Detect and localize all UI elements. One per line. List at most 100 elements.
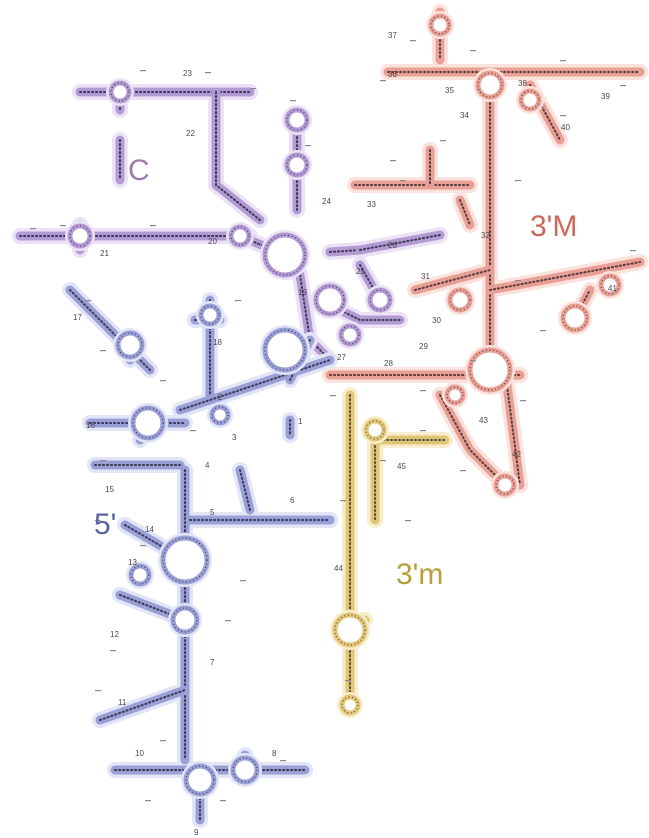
helix-number-label: 29 <box>419 342 428 351</box>
position-tick <box>140 70 146 71</box>
position-tick <box>150 225 156 226</box>
position-tick <box>240 580 246 581</box>
position-tick <box>100 460 106 461</box>
helix-number-label: 22 <box>186 129 195 138</box>
position-tick <box>190 430 196 431</box>
helix-number-label: 39 <box>601 92 610 101</box>
helix-number-label: 1 <box>298 417 303 426</box>
helix-number-label: 8 <box>272 749 277 758</box>
helix-number-label: 17 <box>73 313 82 322</box>
position-tick <box>420 430 426 431</box>
rna-strands <box>20 11 640 820</box>
helix-number-label: 45 <box>397 462 406 471</box>
position-tick <box>470 50 476 51</box>
position-tick <box>100 350 106 351</box>
helix-number-label: 38 <box>518 79 527 88</box>
position-tick <box>540 330 546 331</box>
helix-number-label: 25 <box>356 267 365 276</box>
position-tick <box>410 40 416 41</box>
domain-label-C: C <box>128 154 150 187</box>
position-tick <box>290 100 296 101</box>
position-tick <box>340 500 346 501</box>
helix-number-label: 26 <box>388 241 397 250</box>
helix-number-label: 32 <box>481 231 490 240</box>
domain-3m-strands <box>350 395 445 710</box>
position-tick <box>470 360 476 361</box>
helix-number-label: 12 <box>110 630 119 639</box>
position-tick <box>140 545 146 546</box>
position-tick <box>225 620 231 621</box>
helix-number-label: 2 <box>218 393 223 402</box>
helix-number-label: 27 <box>337 353 346 362</box>
helix-number-label: 24 <box>322 197 331 206</box>
position-tick <box>515 280 521 281</box>
position-tick <box>380 80 386 81</box>
loop-ring <box>521 91 539 109</box>
position-tick <box>160 380 166 381</box>
helix-number-label: 34 <box>460 111 469 120</box>
position-tick <box>380 460 386 461</box>
position-tick <box>280 760 286 761</box>
loop-ring <box>131 566 149 584</box>
helix-number-label: 33 <box>367 200 376 209</box>
helix-number-label: 42 <box>512 450 521 459</box>
helix-number-label: 41 <box>608 284 617 293</box>
position-tick <box>630 250 636 251</box>
helix-number-label: 11 <box>118 698 127 707</box>
position-tick <box>145 800 151 801</box>
domain-label-5prime: 5' <box>94 508 116 541</box>
loop-ring <box>201 306 219 324</box>
loop-ring <box>366 421 384 439</box>
domain-label-3m: 3'm <box>396 558 443 591</box>
helix-number-label: 23 <box>183 69 192 78</box>
helix-number-label: 21 <box>100 249 109 258</box>
helix-number-label: 9 <box>194 828 199 837</box>
loop-ring <box>496 476 514 494</box>
position-tick <box>440 140 446 141</box>
position-tick <box>110 650 116 651</box>
position-tick <box>305 145 311 146</box>
helix-number-label: 10 <box>135 749 144 758</box>
position-tick <box>160 740 166 741</box>
position-tick <box>220 800 226 801</box>
position-tick <box>405 520 411 521</box>
position-tick <box>620 85 626 86</box>
helix-number-label: 15 <box>105 485 114 494</box>
position-tick <box>30 228 36 229</box>
position-tick <box>560 115 566 116</box>
helix-number-label: 37 <box>388 31 397 40</box>
helix-number-label: 7 <box>210 658 215 667</box>
strand-basepairs <box>100 690 185 720</box>
position-tick <box>95 690 101 691</box>
position-tick <box>460 470 466 471</box>
helix-number-label: 20 <box>208 237 217 246</box>
position-tick <box>520 400 526 401</box>
helix-number-label: 40 <box>561 123 570 132</box>
helix-number-label: 13 <box>128 558 137 567</box>
position-tick <box>390 160 396 161</box>
domain-label-3M: 3'M <box>530 210 577 243</box>
loop-ring <box>431 16 449 34</box>
position-tick <box>420 390 426 391</box>
helix-number-label: 31 <box>421 272 430 281</box>
position-tick <box>250 88 256 89</box>
helix-number-label: 43 <box>479 416 488 425</box>
loop-ring <box>341 326 359 344</box>
helix-number-label: 36 <box>388 70 397 79</box>
position-tick <box>235 300 241 301</box>
position-tick <box>345 680 351 681</box>
position-tick <box>560 60 566 61</box>
helix-number-label: 14 <box>145 525 154 534</box>
position-tick <box>400 180 406 181</box>
helix-number-label: 44 <box>334 564 343 573</box>
helix-number-label: 35 <box>445 86 454 95</box>
helix-number-label: 5 <box>210 508 215 517</box>
helix-number-label: 18 <box>213 338 222 347</box>
position-tick <box>85 300 91 301</box>
helix-number-label: 4 <box>205 461 210 470</box>
helix-number-label: 3 <box>232 433 237 442</box>
position-tick <box>205 72 211 73</box>
position-tick <box>60 225 66 226</box>
helix-number-label: 19 <box>298 288 307 297</box>
